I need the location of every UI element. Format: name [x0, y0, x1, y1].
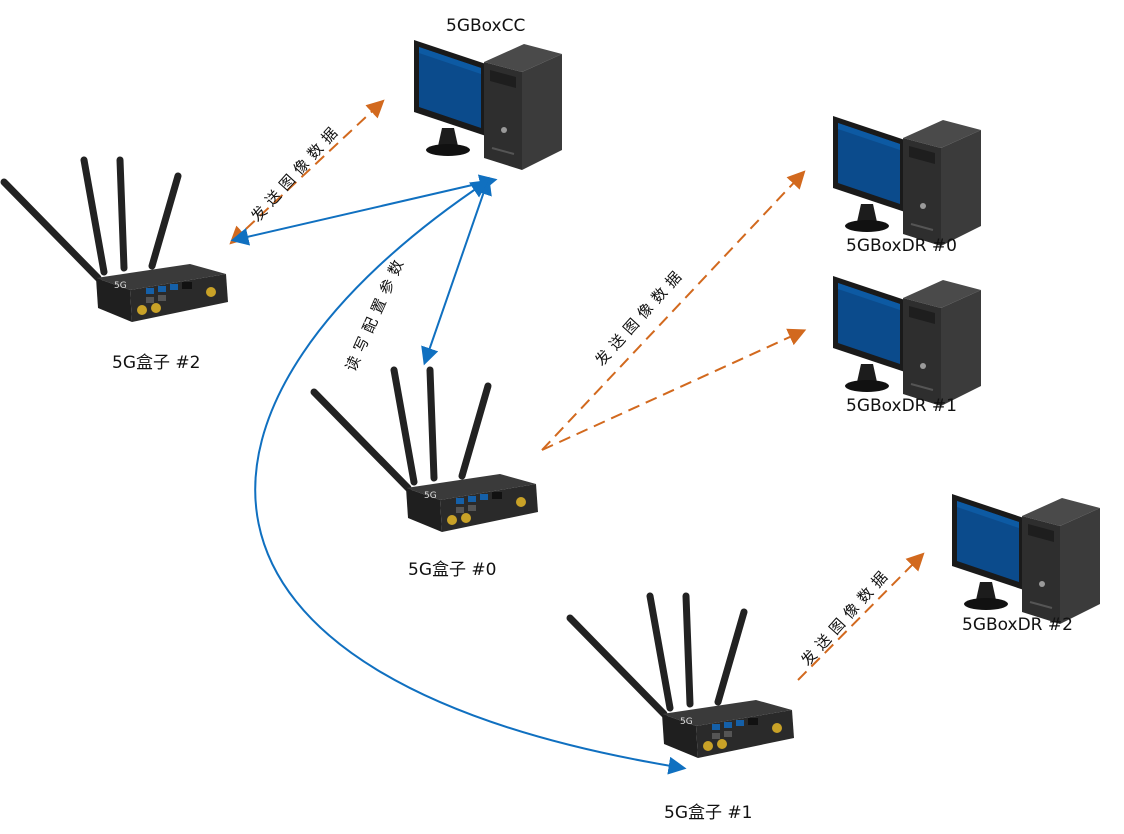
arrow-box2-to-cc	[229, 99, 385, 245]
arrow-cc-box0	[421, 176, 492, 366]
computer-icon-cc	[413, 39, 563, 171]
router-icon-box1	[570, 596, 794, 758]
node-label-box2: 5G盒子 #2	[112, 353, 201, 373]
node-label-dr0: 5GBoxDR #0	[846, 236, 957, 256]
node-label-dr2: 5GBoxDR #2	[962, 615, 1073, 635]
computer-icon-dr2	[951, 493, 1101, 625]
arrow-cc-box1	[254, 179, 687, 775]
arrow-box0-to-dr1	[541, 328, 807, 451]
router-icon-box2	[4, 160, 228, 322]
computer-icon-dr1	[832, 275, 982, 407]
router-icon-box0	[314, 370, 538, 532]
arrow-box0-to-dr0	[541, 170, 806, 451]
arrow-box1-to-dr2	[797, 552, 925, 681]
node-label-box0: 5G盒子 #0	[408, 560, 497, 580]
node-label-dr1: 5GBoxDR #1	[846, 396, 957, 416]
node-label-cc: 5GBoxCC	[446, 16, 526, 36]
computer-icon-dr0	[832, 115, 982, 247]
node-label-box1: 5G盒子 #1	[664, 803, 753, 823]
